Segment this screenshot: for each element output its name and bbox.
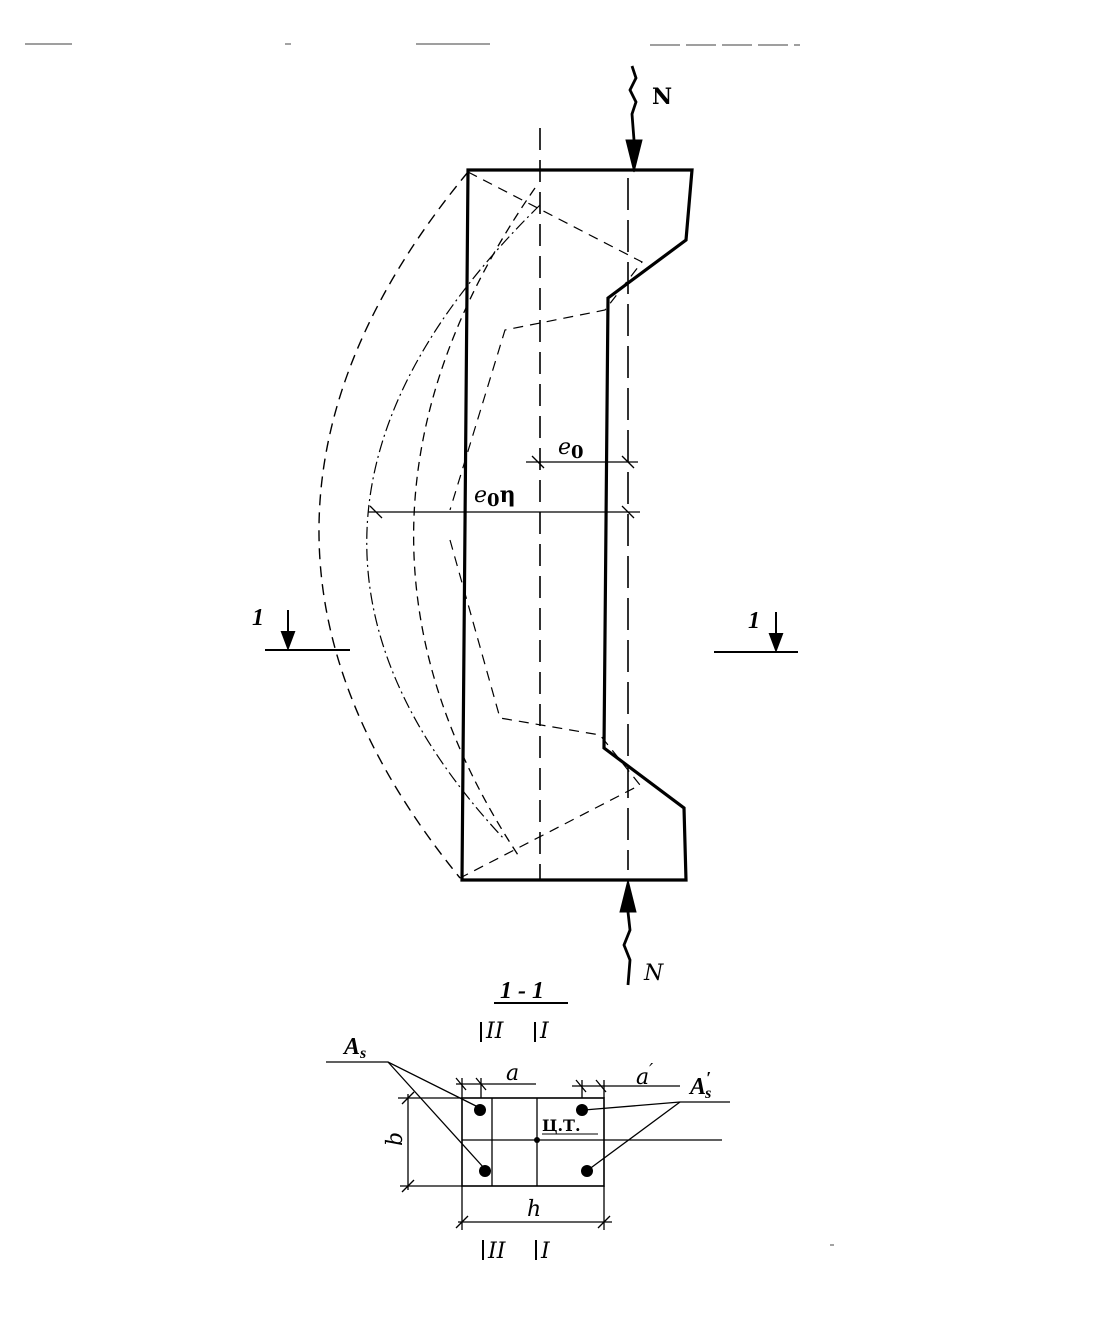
scan-artifacts	[25, 43, 834, 1246]
dimension-b	[398, 1091, 462, 1193]
section-mark-left-label: 1	[252, 605, 264, 631]
force-top-arrow	[625, 65, 643, 173]
section-title: 1 - 1	[500, 978, 544, 1004]
section-mark-right	[714, 612, 798, 653]
column-outline	[460, 168, 694, 882]
rebar-As-prime-label: A′s	[688, 1068, 711, 1102]
deflected-axis-curve	[366, 204, 541, 841]
section-mark-left	[265, 610, 350, 651]
dimension-a-prime	[572, 1079, 680, 1098]
eccentricity-dimension	[526, 455, 638, 469]
force-bottom-label: N	[643, 961, 664, 986]
dimension-a-label: a	[506, 1061, 519, 1086]
amplified-eccentricity-dimension	[368, 505, 640, 519]
deflected-inner-curve	[413, 187, 536, 859]
rebar-bottom-left	[479, 1165, 491, 1177]
axis-markers-top	[480, 1022, 536, 1042]
dimension-h	[455, 1186, 612, 1230]
force-top-label: N	[652, 84, 672, 110]
axis-I-top-label: I	[539, 1019, 550, 1044]
dimension-a-prime-label: a′	[636, 1060, 653, 1090]
axis-II-top-label: II	[485, 1019, 505, 1044]
force-bottom-arrow	[619, 879, 637, 986]
amplified-eccentricity-label: e0η	[474, 482, 516, 511]
centroid-point	[534, 1137, 540, 1143]
axis-II-bottom-label: II	[487, 1239, 507, 1264]
neutral-axis-label: Ц.Т.	[542, 1116, 581, 1135]
dimension-h-label: h	[527, 1197, 541, 1222]
cross-section	[461, 1097, 605, 1187]
axis-markers-bottom	[482, 1240, 537, 1260]
section-mark-right-label: 1	[748, 608, 760, 634]
rebar-top-right	[576, 1104, 588, 1116]
deflected-outer-curve	[318, 171, 469, 879]
deflected-face-outline	[449, 171, 643, 879]
rebar-As-leaders	[326, 1061, 485, 1169]
dimension-b-label: b	[383, 1132, 408, 1146]
rebar-As-label: As	[342, 1034, 366, 1062]
dimension-a	[455, 1077, 536, 1098]
rebar-bottom-right	[581, 1165, 593, 1177]
eccentricity-label: e0	[558, 435, 584, 463]
axis-I-bottom-label: I	[540, 1239, 551, 1264]
rebar-As-prime-leaders	[583, 1101, 730, 1171]
